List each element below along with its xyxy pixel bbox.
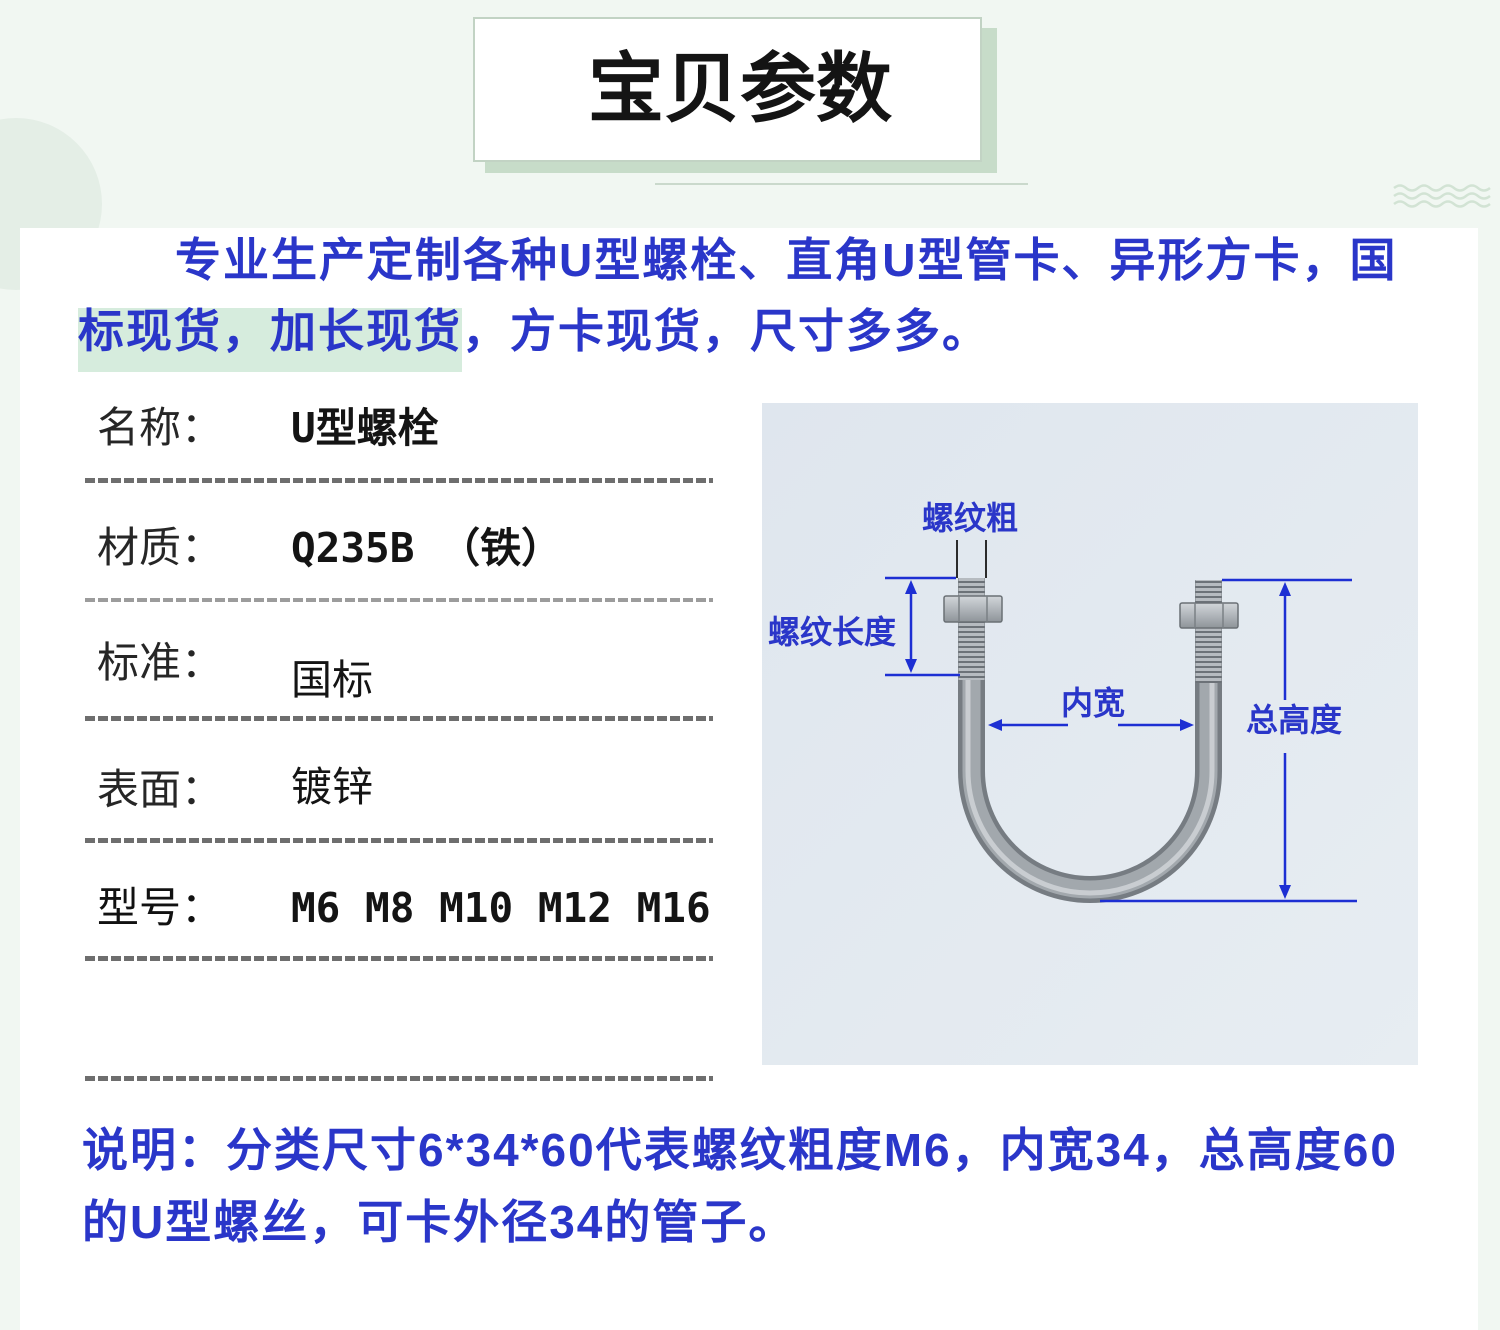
arrowhead (988, 719, 1002, 731)
spec-label-surface: 表面： (97, 765, 224, 814)
spec-value-standard: 国标 (291, 656, 373, 704)
spec-value-surface: 镀锌 (291, 763, 373, 811)
u-bolt-diagram: 螺纹粗 螺纹长度 内宽 (762, 403, 1418, 1065)
intro-line-2: 标现货，加长现货，方卡现货，尺寸多多。 (78, 308, 990, 372)
thread-diameter-marker (956, 540, 987, 578)
diagram-background (762, 403, 1418, 1065)
thread-diameter-label: 螺纹粗 (922, 500, 1018, 536)
inner-width-label: 内宽 (1061, 685, 1125, 721)
row-divider (85, 478, 713, 483)
spec-label-standard: 标准： (97, 638, 224, 687)
right-thread (1195, 580, 1222, 683)
spec-value-model: M6 M8 M10 M12 M16 (291, 884, 711, 932)
content-panel: 专业生产定制各种U型螺栓、直角U型管卡、异形方卡，国 标现货，加长现货，方卡现货… (20, 228, 1478, 1330)
spec-label-model: 型号： (97, 883, 224, 932)
title-box: 宝贝参数 (473, 17, 982, 162)
thread-length-dimension (885, 576, 960, 677)
nut-body (1179, 602, 1239, 629)
wave-decoration (1393, 184, 1491, 208)
u-bolt-image (943, 578, 1239, 903)
note-line-2: 的U型螺丝，可卡外径34的管子。 (82, 1196, 797, 1248)
page-title: 宝贝参数 (588, 47, 892, 132)
arrowhead (905, 580, 917, 594)
row-divider (85, 956, 713, 961)
arrowhead (1279, 885, 1291, 899)
nut-body (943, 595, 1003, 623)
row-divider (85, 838, 713, 843)
intro-highlight: 标现货，加长现货 (78, 308, 462, 372)
title-underline (655, 183, 1028, 185)
left-thread (958, 578, 985, 680)
right-nut (1179, 602, 1239, 629)
spec-value-name: U型螺栓 (291, 404, 439, 452)
note-line-1: 说明：分类尺寸6*34*60代表螺纹粗度M6，内宽34，总高度60 (82, 1124, 1398, 1176)
total-height-dimension (1100, 578, 1357, 903)
arrowhead (1180, 719, 1194, 731)
row-divider (85, 1076, 713, 1081)
wave-line (1393, 184, 1491, 192)
row-divider (85, 716, 713, 721)
arrowhead (1279, 582, 1291, 596)
spec-value-material: Q235B （铁） (291, 524, 563, 572)
intro-line-1: 专业生产定制各种U型螺栓、直角U型管卡、异形方卡，国 (175, 234, 1398, 286)
intro-line-2-rest: ，方卡现货，尺寸多多。 (462, 305, 990, 357)
row-divider (85, 598, 713, 602)
u-bolt-rod-shade (962, 578, 1218, 899)
left-nut (943, 595, 1003, 623)
total-height-label: 总高度 (1246, 702, 1342, 738)
spec-label-material: 材质： (97, 523, 224, 572)
wave-line (1393, 200, 1491, 208)
arrowhead (905, 659, 917, 673)
u-bolt-rod-highlight (965, 581, 1215, 896)
spec-label-name: 名称： (97, 403, 224, 452)
thread-length-label: 螺纹长度 (768, 614, 896, 650)
wave-line (1393, 192, 1491, 200)
